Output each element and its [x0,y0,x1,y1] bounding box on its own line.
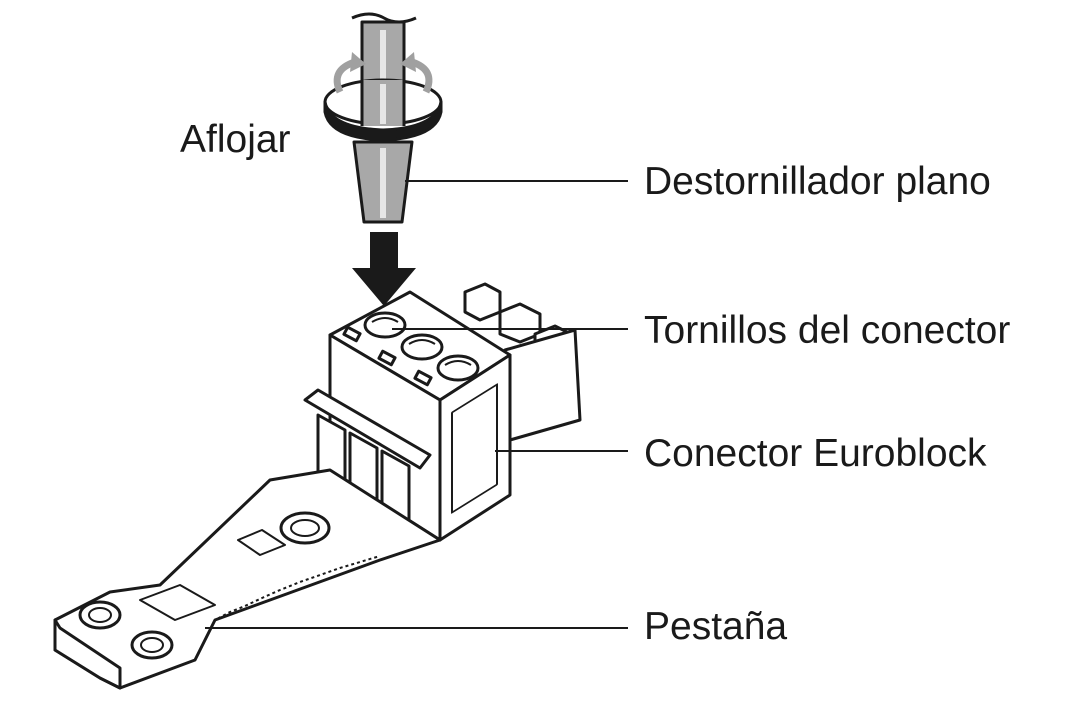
rotate-arrow-right-icon [410,58,433,94]
tab [53,468,442,690]
tab-label: Pestaña [644,605,788,648]
leader-lines [205,180,628,629]
action-label: Aflojar [180,118,291,161]
down-arrow-icon [352,232,416,306]
screwdriver [323,12,443,224]
screwdriver-label: Destornillador plano [644,160,991,203]
screws-label: Tornillos del conector [644,309,1011,352]
connector-label: Conector Euroblock [644,432,987,475]
